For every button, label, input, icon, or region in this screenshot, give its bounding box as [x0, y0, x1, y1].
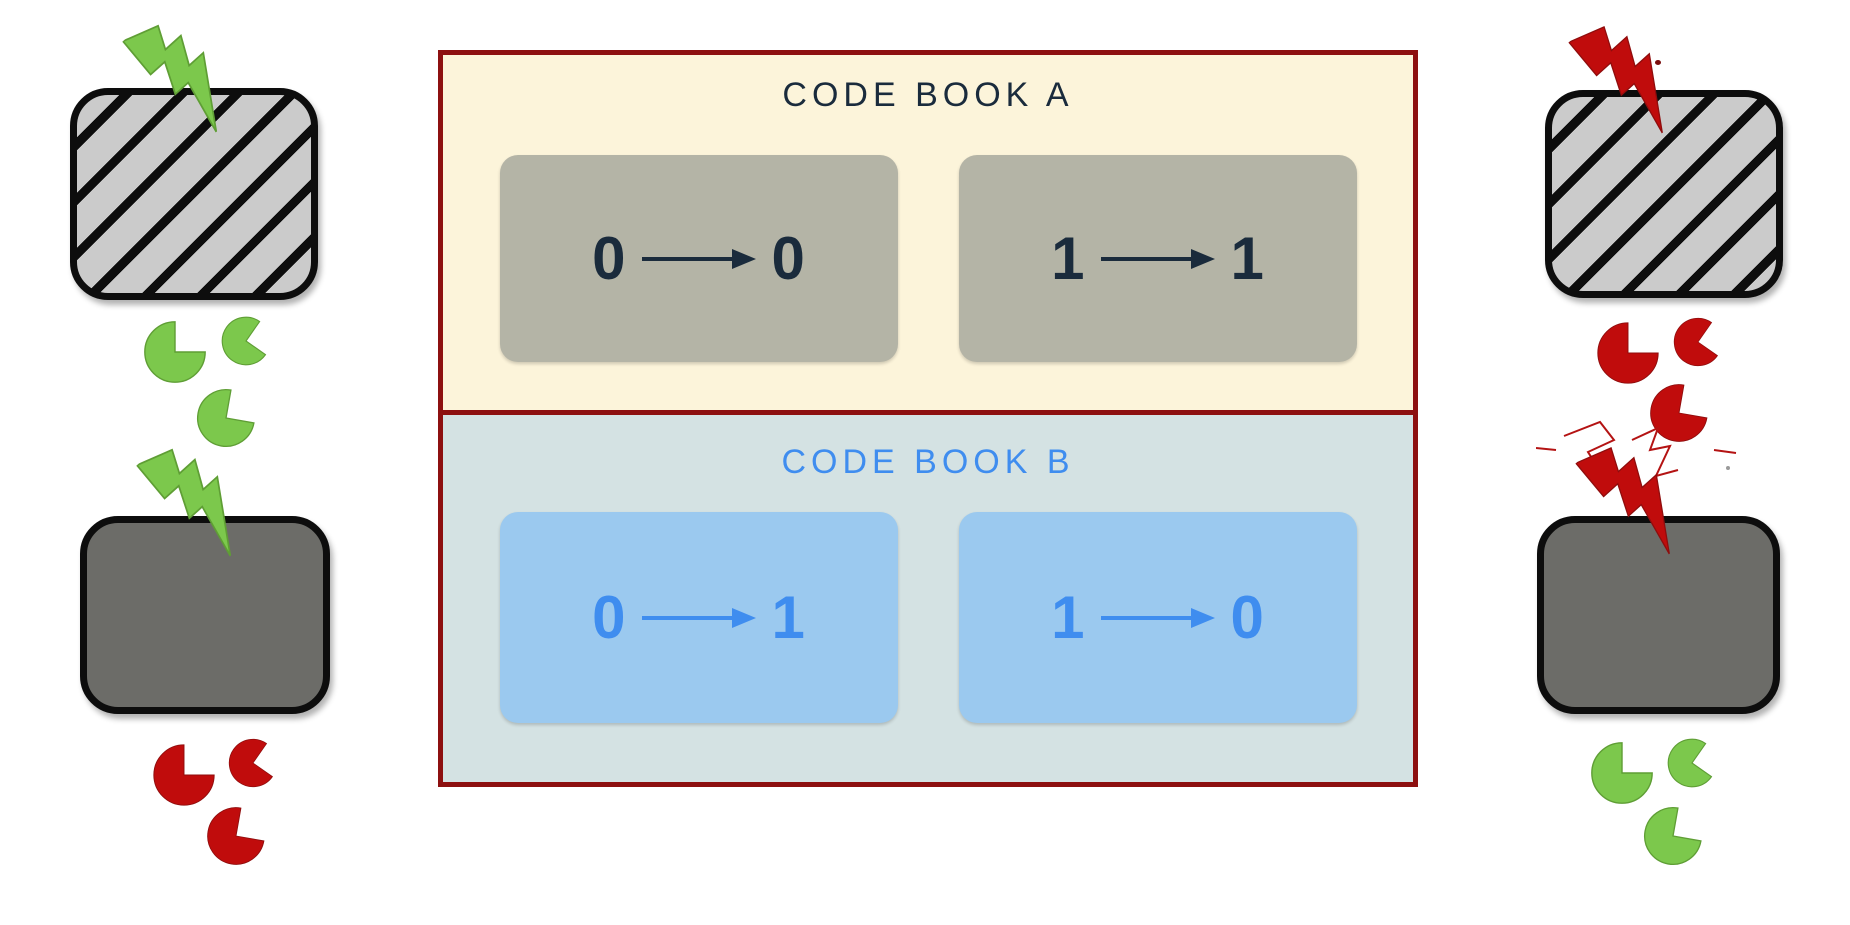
arrow-right-icon	[641, 248, 756, 269]
codebook-b-section: CODE BOOK B 0 1 1 0	[443, 415, 1413, 782]
mapping-to: 0	[771, 224, 805, 292]
mapping-card-a2: 1 1	[958, 155, 1357, 362]
pacman-token-icon-green	[1644, 807, 1702, 865]
codebook-panel: CODE BOOK A 0 0 1 1	[438, 50, 1418, 787]
solid-box-icon	[1537, 516, 1780, 714]
lightning-icon-green	[121, 24, 218, 133]
scribble-lightning-icon	[1536, 420, 1737, 478]
ink-speck	[1655, 60, 1661, 65]
codebook-b-cards: 0 1 1 0	[443, 512, 1413, 723]
codebook-a-section: CODE BOOK A 0 0 1 1	[443, 55, 1413, 415]
mapping-card-b2: 1 0	[958, 512, 1357, 723]
mapping-from: 1	[1051, 224, 1085, 292]
pacman-token-icon-green	[144, 321, 206, 383]
mapping-to: 0	[1230, 583, 1264, 651]
pacman-token-icon-green	[1591, 742, 1653, 804]
pacman-token-icon-green	[1667, 738, 1713, 788]
pacman-token-icon-red	[153, 744, 215, 806]
arrow-right-icon	[1100, 248, 1215, 269]
arrow-right-icon	[641, 607, 756, 628]
mapping-to: 1	[1230, 224, 1264, 292]
mapping-card-b1: 0 1	[499, 512, 898, 723]
codebook-b-title: CODE BOOK B	[781, 443, 1075, 481]
hatched-box-icon	[70, 88, 318, 300]
ink-speck	[1726, 466, 1730, 470]
codebook-a-cards: 0 0 1 1	[443, 155, 1413, 362]
mapping-card-a1: 0 0	[499, 155, 898, 362]
solid-box-icon	[80, 516, 330, 714]
pacman-token-icon-red	[207, 807, 265, 865]
arrow-right-icon	[1100, 607, 1215, 628]
pacman-token-icon-red	[228, 738, 273, 788]
lightning-icon-green	[135, 448, 232, 557]
mapping-from: 0	[592, 583, 626, 651]
mapping-from: 0	[592, 224, 626, 292]
lightning-icon-red	[1574, 446, 1670, 555]
codebook-a-title: CODE BOOK A	[782, 76, 1074, 114]
pacman-token-icon-red	[1673, 317, 1718, 367]
mapping-from: 1	[1051, 583, 1085, 651]
mapping-to: 1	[771, 583, 805, 651]
pacman-token-icon-green	[197, 389, 255, 447]
pacman-token-icon-red	[1597, 322, 1659, 384]
pacman-token-icon-green	[221, 316, 267, 366]
lightning-icon-red	[1567, 25, 1663, 134]
hatched-box-icon	[1545, 90, 1783, 298]
